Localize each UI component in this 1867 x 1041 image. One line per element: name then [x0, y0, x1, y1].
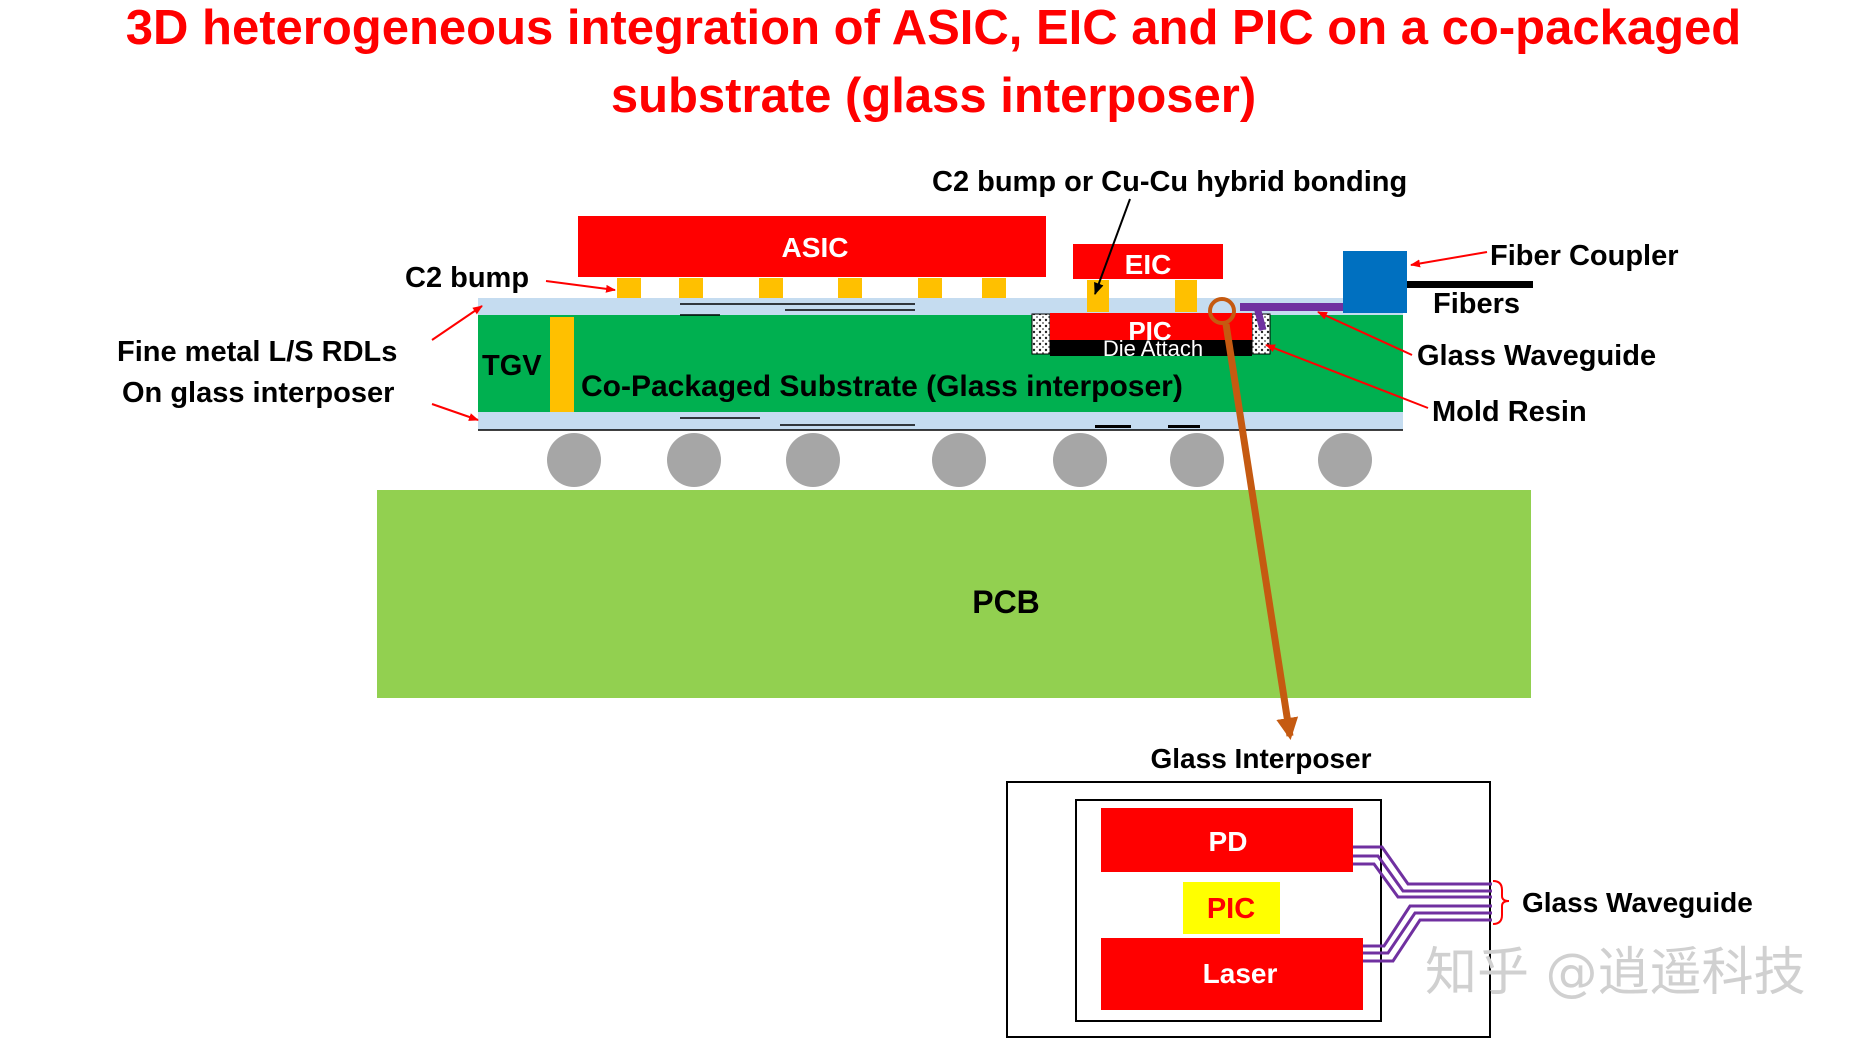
eic-bump-right [1175, 280, 1197, 312]
solder-ball [786, 433, 840, 487]
c2-bump [918, 278, 942, 298]
pcb-label: PCB [972, 584, 1040, 620]
asic-bumps [617, 278, 1006, 298]
rdl-lines [680, 303, 915, 426]
mold-resin-arrow [1265, 344, 1429, 409]
c2-bump-label: C2 bump [405, 262, 529, 294]
rdl-top-arrow [431, 305, 483, 341]
eic-label: EIC [1125, 249, 1172, 280]
c2-bump [838, 278, 862, 298]
rdl-bottom-arrow [431, 403, 479, 421]
solder-ball [1170, 433, 1224, 487]
die-attach-layer [1050, 340, 1252, 356]
title-line-1: 3D heterogeneous integration of ASIC, EI… [125, 1, 1742, 55]
solder-ball [1318, 433, 1372, 487]
asic-chip [578, 216, 1046, 277]
asic-label: ASIC [782, 232, 849, 263]
pd-block [1101, 808, 1353, 872]
inset-waveguide-label: Glass Waveguide [1522, 887, 1753, 918]
mold-resin-label: Mold Resin [1432, 396, 1587, 428]
c2-bump [679, 278, 703, 298]
fine-metal-label-2: On glass interposer [122, 377, 394, 409]
bottom-pads [1095, 425, 1200, 428]
fiber-coupler-label: Fiber Coupler [1490, 240, 1679, 272]
inset-pic-label: PIC [1207, 893, 1255, 925]
c2-bump [982, 278, 1006, 298]
glass-waveguide-label: Glass Waveguide [1417, 340, 1656, 372]
zoom-circle [1208, 297, 1236, 325]
c2-bump [617, 278, 641, 298]
solder-ball [932, 433, 986, 487]
hybrid-bonding-label: C2 bump or Cu-Cu hybrid bonding [932, 166, 1407, 198]
solder-ball [667, 433, 721, 487]
fine-metal-label-1: Fine metal L/S RDLs [117, 336, 397, 368]
substrate-label: Co-Packaged Substrate (Glass interposer) [581, 370, 1183, 403]
solder-ball [547, 433, 601, 487]
solder-balls [547, 433, 1372, 487]
fiber-coupler [1343, 251, 1407, 313]
inset-waveguides [1353, 845, 1492, 963]
hybrid-bonding-arrow [1094, 198, 1131, 295]
inset-inner-frame [1075, 799, 1382, 1022]
pic-label: PIC [1128, 316, 1172, 346]
fibers-label: Fibers [1433, 288, 1520, 320]
pic-block [1183, 882, 1280, 934]
inset-outer-frame [1006, 781, 1491, 1038]
pcb-board [377, 490, 1531, 698]
laser-block [1101, 938, 1363, 1010]
tgv-via [550, 317, 574, 412]
tgv-label: TGV [482, 350, 542, 382]
glass-waveguide [1240, 303, 1345, 311]
bottom-rdl-layer [478, 412, 1403, 430]
zoom-arrow [1222, 323, 1299, 740]
solder-ball [1053, 433, 1107, 487]
die-attach-label: Die Attach [1103, 336, 1203, 361]
pic-chip [1050, 313, 1252, 340]
waveguide-brace [1492, 880, 1510, 925]
inset-title: Glass Interposer [1151, 743, 1372, 774]
eic-bump-left [1087, 280, 1109, 312]
pd-label: PD [1209, 826, 1248, 857]
top-rdl-layer [478, 298, 1403, 315]
glass-waveguide-arrow [1317, 311, 1413, 356]
laser-label: Laser [1203, 958, 1278, 989]
eic-chip [1073, 244, 1223, 279]
fibers [1407, 281, 1533, 288]
c2-bump [759, 278, 783, 298]
fiber-coupler-arrow [1410, 251, 1488, 268]
title-line-2: substrate (glass interposer) [610, 69, 1257, 123]
c2-bump-arrow [545, 280, 616, 293]
mold-resin-left [1031, 313, 1051, 355]
watermark: 知乎 @逍遥科技 [1425, 943, 1806, 1003]
